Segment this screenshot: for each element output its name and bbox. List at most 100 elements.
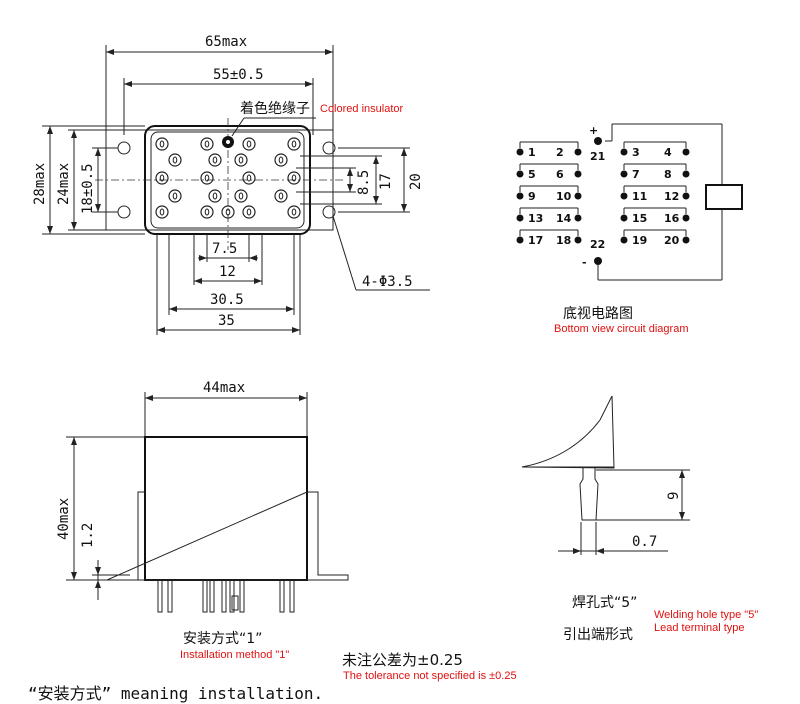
contact-label: 16	[664, 212, 680, 225]
contact-dot	[620, 148, 628, 156]
dim-mount-vertical: 18±0.5	[80, 163, 96, 214]
dim-pitch-c: 30.5	[210, 292, 244, 308]
contact-label: 7	[632, 168, 640, 181]
side-pin	[209, 579, 215, 613]
contact-dot	[516, 214, 524, 222]
contact-label: 19	[632, 234, 647, 247]
terminal-caption-cn-2: 引出端形式	[563, 627, 633, 643]
insulator-label-en: Colored insulator	[320, 103, 403, 115]
side-pin	[239, 579, 245, 613]
dim-hole: 4-Φ3.5	[362, 274, 413, 290]
contact-label: 1	[528, 146, 536, 159]
contact-dot	[516, 236, 524, 244]
dim-pitch-d: 35	[218, 313, 235, 329]
top-pin	[274, 189, 288, 203]
top-pin	[155, 171, 169, 185]
dim-overall-width: 65max	[205, 34, 247, 50]
coil-minus: -	[582, 256, 587, 269]
top-pin	[234, 153, 248, 167]
terminal-caption-cn-1: 焊孔式“5”	[572, 595, 637, 611]
dim-pin-span-b: 17	[378, 173, 394, 190]
top-pins	[155, 137, 301, 219]
circuit-caption-cn: 底视电路图	[563, 306, 633, 322]
top-view: 65max 55±0.5 着色绝缘子 Colored insulator	[32, 34, 430, 335]
side-width: 44max	[203, 380, 245, 396]
coil-pin-bottom: 22	[590, 238, 605, 251]
top-pin	[221, 205, 235, 219]
side-view: 44max 40max 1.2 安装方式“1” Installation met…	[56, 380, 349, 661]
contact-dot	[516, 148, 524, 156]
contact-dot	[574, 170, 582, 178]
top-pin	[242, 205, 256, 219]
dim-pitch-a: 7.5	[212, 241, 237, 257]
tolerance-cn: 未注公差为±0.25	[342, 651, 463, 669]
contact-dot	[620, 214, 628, 222]
top-pin	[287, 205, 301, 219]
insulator-label-cn: 着色绝缘子	[240, 100, 310, 117]
contact-dot	[516, 170, 524, 178]
circuit-caption-en: Bottom view circuit diagram	[554, 323, 689, 335]
contact-label: 8	[664, 168, 672, 181]
contact-label: 18	[556, 234, 571, 247]
side-pin	[202, 579, 208, 613]
contact-dot	[682, 236, 690, 244]
top-pin	[242, 171, 256, 185]
top-pin	[287, 171, 301, 185]
contact-dot	[574, 148, 582, 156]
contact-dot	[682, 192, 690, 200]
contact-label: 10	[556, 190, 572, 203]
tolerance-en: The tolerance not specified is ±0.25	[343, 670, 517, 682]
side-pin	[157, 579, 163, 613]
side-caption-en: Installation method "1"	[180, 649, 289, 661]
contact-dot	[682, 214, 690, 222]
top-pin	[155, 205, 169, 219]
contact-label: 15	[632, 212, 647, 225]
contact-label: 12	[664, 190, 679, 203]
top-pin	[168, 153, 182, 167]
top-pin	[208, 189, 222, 203]
top-pin	[200, 205, 214, 219]
top-pin	[242, 137, 256, 151]
contact-label: 20	[664, 234, 680, 247]
dim-overall-height: 28max	[32, 163, 48, 205]
coil-pin-top: 21	[590, 150, 605, 163]
top-pin	[200, 171, 214, 185]
contact-label: 14	[556, 212, 572, 225]
contact-dot	[620, 236, 628, 244]
side-flange: 1.2	[80, 523, 96, 548]
terminal-length: 9	[666, 492, 682, 500]
contact-dot	[620, 192, 628, 200]
top-pin	[155, 137, 169, 151]
side-pin	[167, 579, 173, 613]
dim-pitch-b: 12	[219, 264, 236, 280]
contact-label: 3	[632, 146, 640, 159]
side-pin	[289, 579, 295, 613]
terminal-caption-en-2: Lead terminal type	[654, 622, 745, 634]
terminal-caption-en-1: Welding hole type "5"	[654, 609, 758, 621]
coil-plus: +	[589, 124, 598, 137]
side-height: 40max	[56, 498, 72, 540]
top-pin	[200, 137, 214, 151]
contact-dot	[682, 170, 690, 178]
contact-dot	[574, 214, 582, 222]
footnote: “安装方式” meaning installation.	[28, 684, 324, 703]
dim-pin-span-a: 8.5	[356, 170, 372, 195]
side-insulator	[231, 595, 239, 611]
dim-body-height: 24max	[56, 163, 72, 205]
contact-dot	[682, 148, 690, 156]
contact-label: 2	[556, 146, 564, 159]
top-pin	[274, 153, 288, 167]
contact-dot	[620, 170, 628, 178]
contact-label: 11	[632, 190, 647, 203]
contact-label: 13	[528, 212, 543, 225]
side-pin	[221, 579, 227, 613]
side-caption-cn: 安装方式“1”	[183, 631, 262, 647]
top-pin	[168, 189, 182, 203]
contact-dot	[574, 236, 582, 244]
contact-label: 9	[528, 190, 536, 203]
contact-label: 17	[528, 234, 543, 247]
terminal-view: 9 0.7 焊孔式“5” Welding hole type "5" Lead …	[521, 395, 758, 643]
top-pin	[234, 189, 248, 203]
